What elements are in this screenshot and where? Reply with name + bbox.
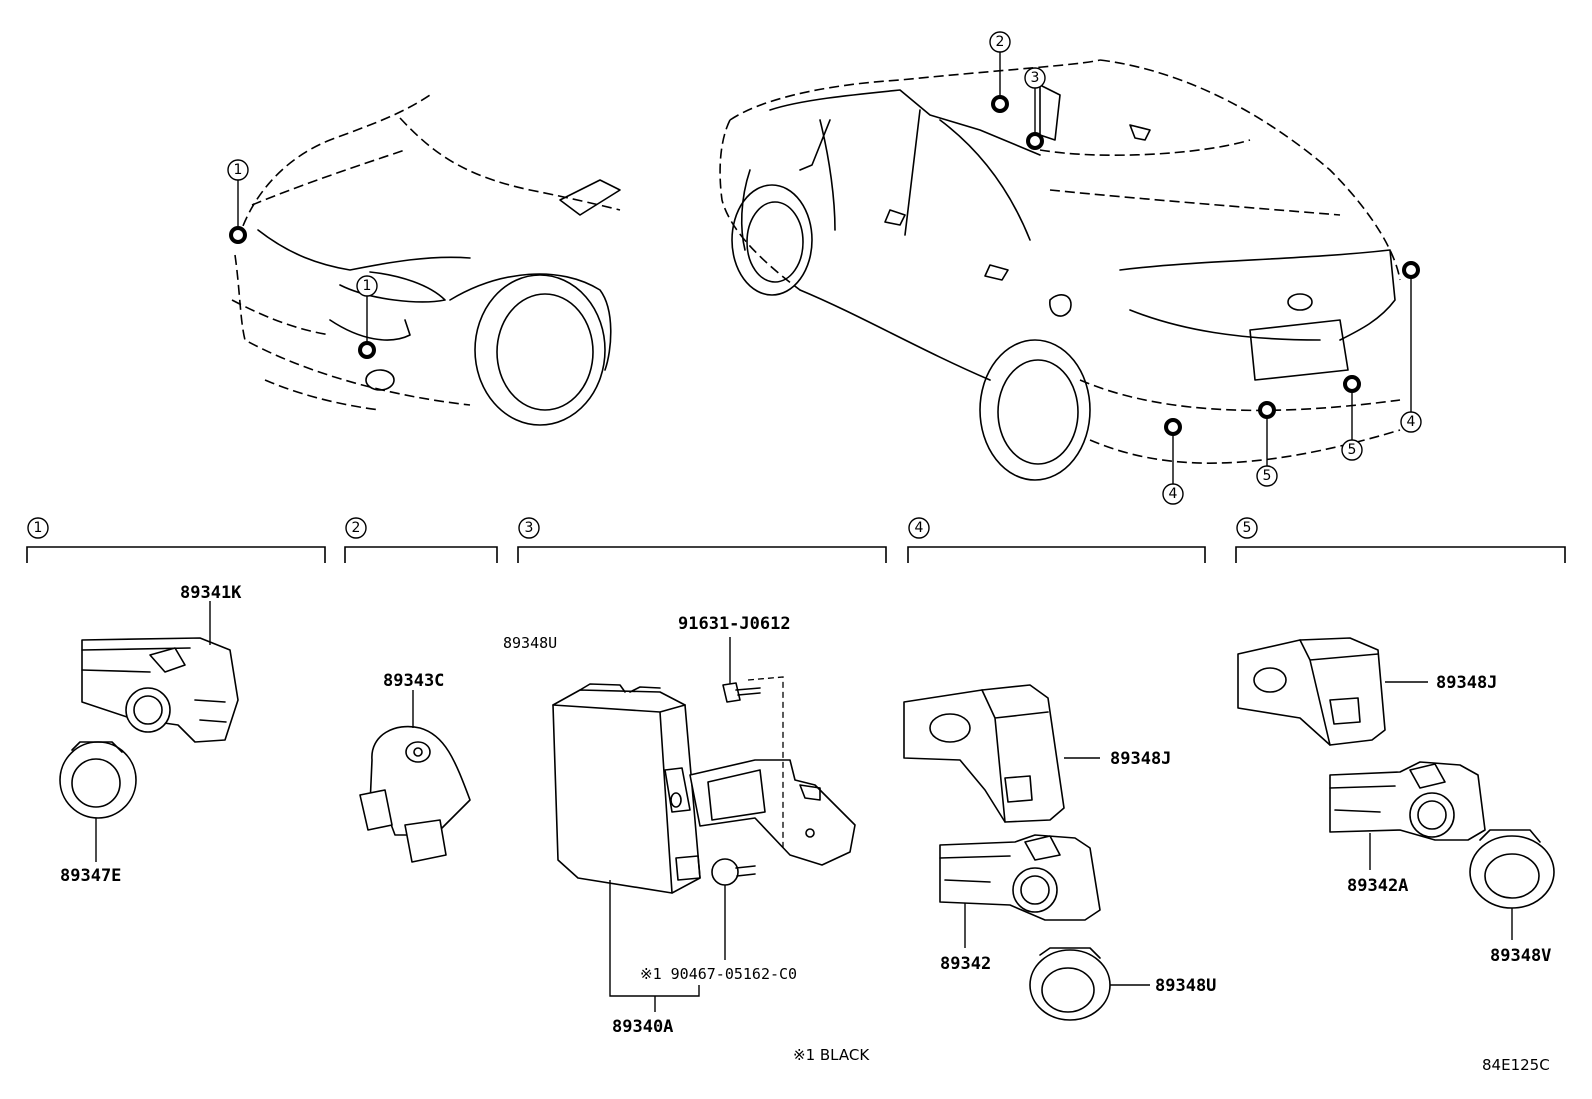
part-label-89341K: 89341K	[180, 583, 242, 603]
callout-1-front-b: 1	[363, 278, 372, 294]
section-5-bracket	[1235, 546, 1566, 563]
section-2-bracket	[344, 546, 498, 563]
ultrasonic-sensor-89342A	[1329, 761, 1486, 841]
section-brackets: 1 2 3 4 5	[26, 517, 1566, 563]
part-label-89342: 89342	[940, 954, 991, 974]
part-label-89347E: 89347E	[60, 866, 121, 886]
callout-1-front-a: 1	[234, 162, 243, 178]
callout-4-rear-b: 4	[1407, 414, 1416, 430]
section-3-bracket	[517, 546, 887, 563]
section-3-number: 3	[525, 520, 534, 536]
bolt-91631	[722, 682, 741, 703]
part-label-89348U-4: 89348U	[1155, 976, 1216, 996]
section-5-number: 5	[1243, 520, 1252, 536]
part-label-91631-J0612: 91631-J0612	[678, 614, 791, 634]
part-label-89348J-5: 89348J	[1436, 673, 1497, 693]
mounting-bracket	[689, 759, 856, 866]
callout-4-rear-a: 4	[1169, 486, 1178, 502]
part-label-90467-05162-C0: ※1 90467-05162-C0	[640, 965, 797, 983]
front-car-illustration	[229, 94, 621, 426]
control-module-89340A	[552, 689, 701, 894]
section-3-parts: 89348U 91631-J0612 ※1 90467-05162-C0 893…	[503, 614, 870, 1064]
section-2-parts: 89343C	[359, 671, 471, 863]
part-label-89340A: 89340A	[612, 1017, 673, 1037]
section-1-parts: 89341K 89347E	[59, 583, 242, 886]
ultrasonic-sensor-89341K	[81, 637, 239, 743]
upper-sensor-marker-2	[991, 95, 1009, 113]
section-5-parts: 89348J 89342A 89348V	[1237, 637, 1555, 966]
rear-car-illustration	[719, 52, 1420, 484]
clip-90467	[711, 858, 739, 886]
section-4-number: 4	[915, 520, 924, 536]
section-1-number: 1	[34, 520, 43, 536]
section-2-number: 2	[352, 520, 361, 536]
diagram-id: 84E125C	[1482, 1056, 1550, 1074]
part-label-89343C: 89343C	[383, 671, 444, 691]
rear-center-sensor-marker-right	[1343, 375, 1361, 393]
rear-corner-sensor-marker-right	[1402, 261, 1420, 279]
callout-2-rear: 2	[996, 34, 1005, 50]
front-corner-sensor-marker	[229, 226, 247, 244]
section-4-parts: 89348J 89342 89348U	[903, 684, 1216, 1021]
car-callouts: 1 1 2 3 4 5 5 4	[227, 31, 1422, 505]
upper-sensor-marker-3	[1026, 132, 1044, 150]
callout-5-rear-b: 5	[1348, 442, 1357, 458]
callout-3-rear: 3	[1031, 70, 1040, 86]
part-label-89342A: 89342A	[1347, 876, 1408, 896]
sensor-bracket-89348J-5	[1237, 637, 1386, 746]
sensor-bracket-89348J-4	[903, 684, 1065, 823]
rear-center-sensor-marker-left	[1258, 401, 1276, 419]
callout-5-rear-a: 5	[1263, 468, 1272, 484]
rear-corner-sensor-marker-left	[1164, 418, 1182, 436]
note-black: ※1 BLACK	[793, 1046, 870, 1064]
part-label-89348U-top: 89348U	[503, 634, 557, 652]
part-label-89348V: 89348V	[1490, 946, 1551, 966]
section-4-bracket	[907, 546, 1206, 563]
front-center-sensor-marker	[358, 341, 376, 359]
part-label-89348J-4: 89348J	[1110, 749, 1171, 769]
section-1-bracket	[26, 546, 326, 563]
